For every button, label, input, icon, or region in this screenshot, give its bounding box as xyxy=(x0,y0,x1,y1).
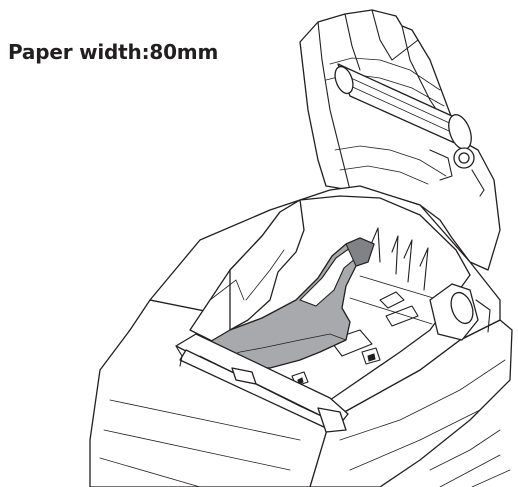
paper-cutter-bar xyxy=(175,333,349,433)
paper-width-caption: Paper width:80mm xyxy=(8,40,219,64)
platen-roller xyxy=(334,63,485,197)
paper-width-guide xyxy=(195,237,375,369)
